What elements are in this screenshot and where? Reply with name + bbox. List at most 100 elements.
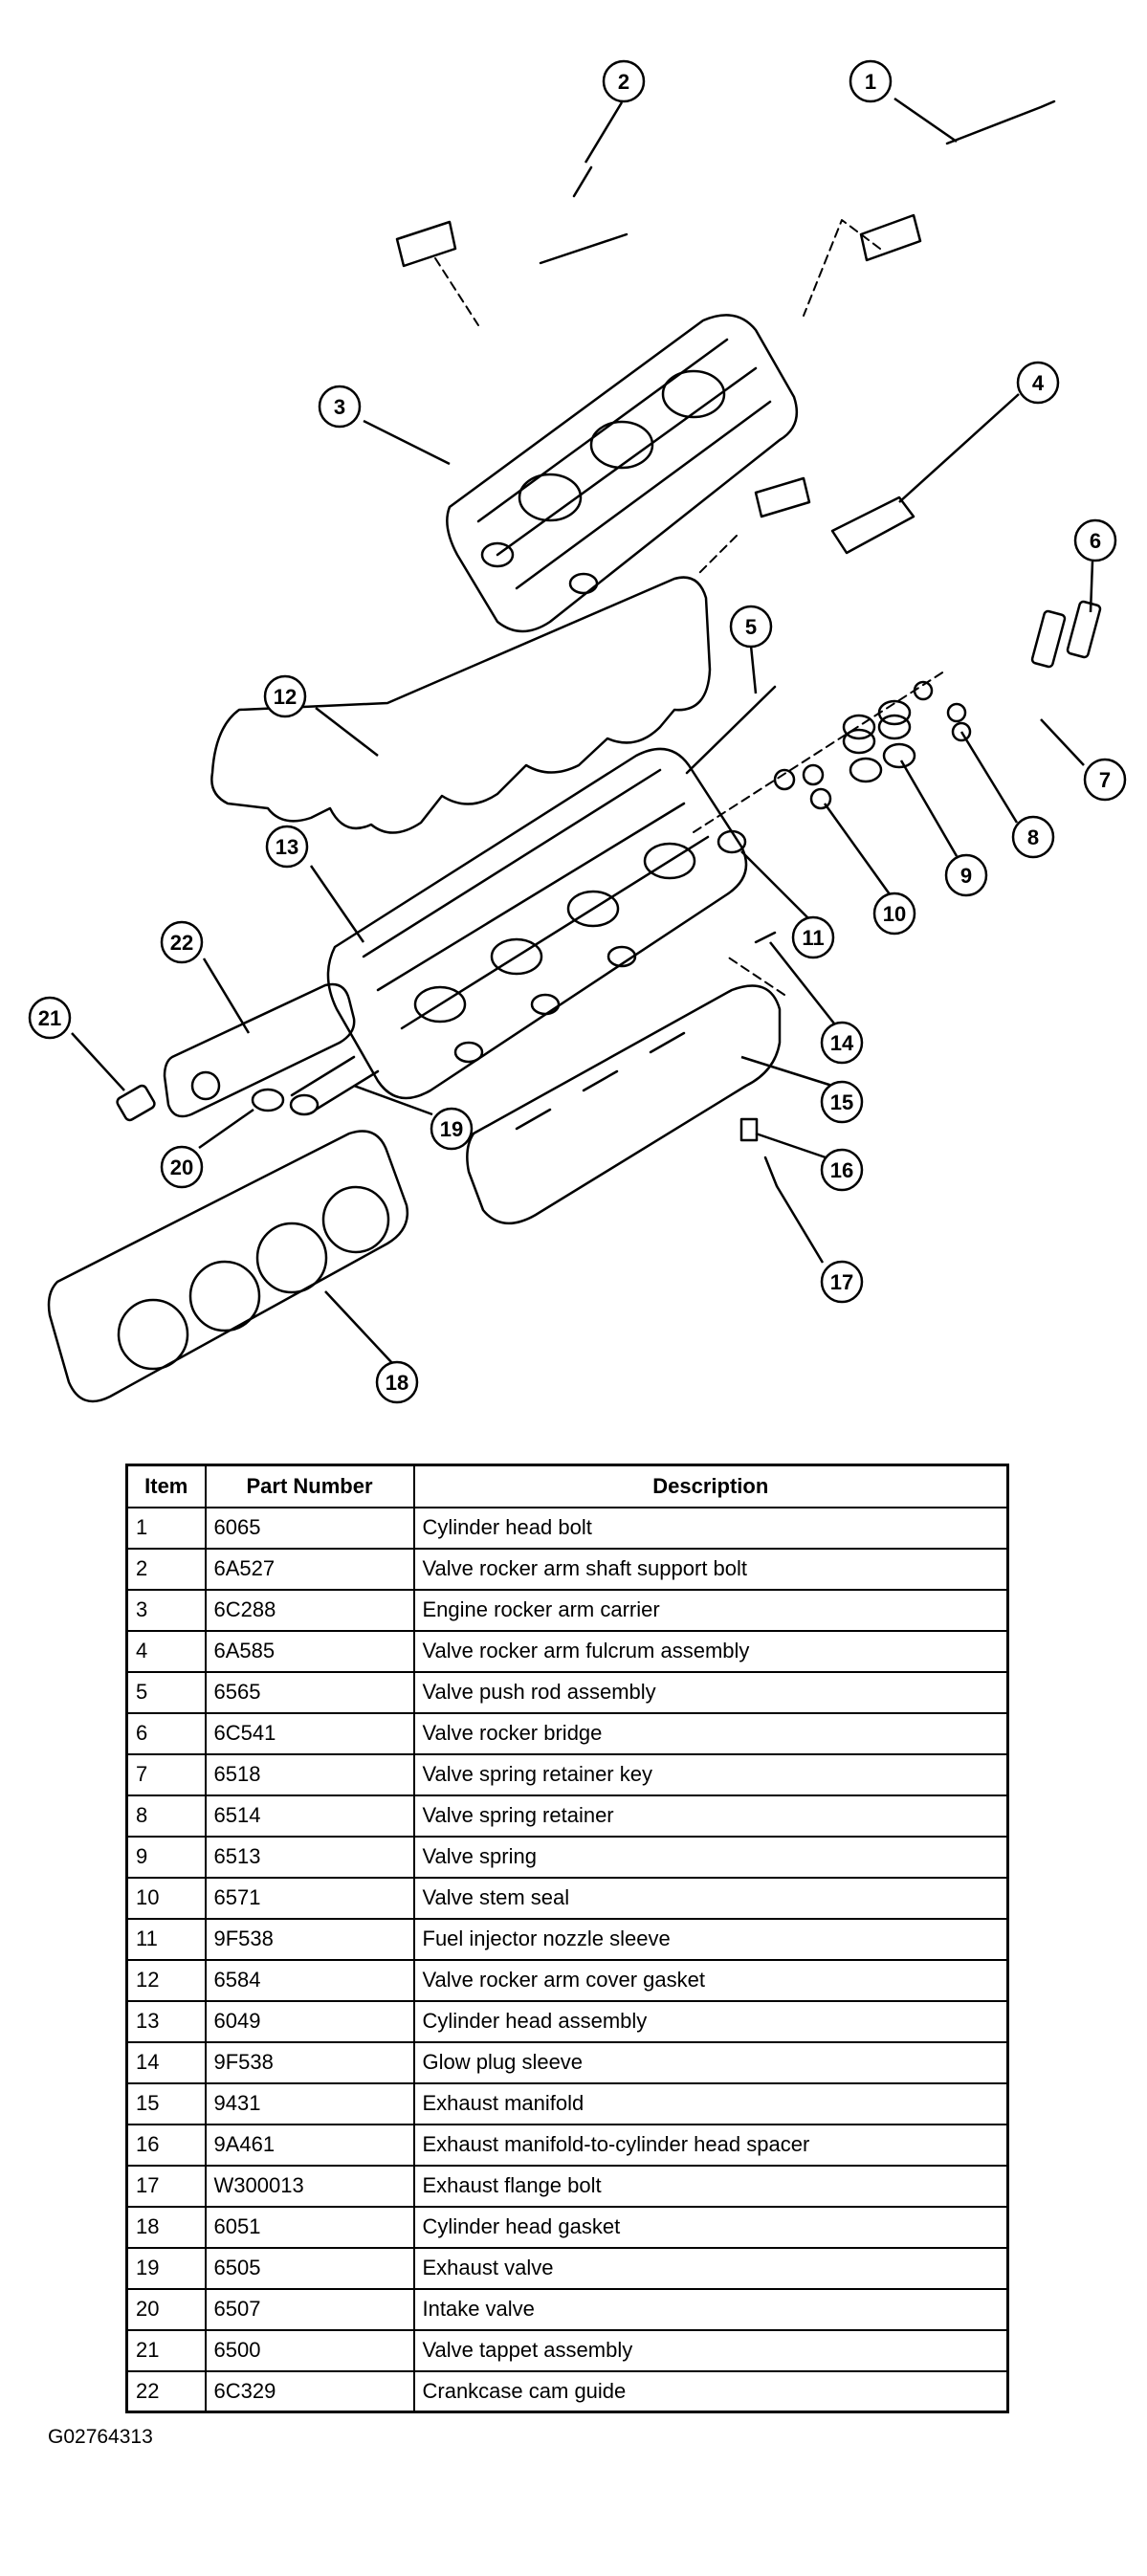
intake-valve-head-shape (251, 1088, 285, 1112)
callout-number: 2 (618, 70, 629, 94)
callout-circle (28, 996, 72, 1040)
cell-part-number: 9F538 (204, 2040, 415, 2084)
cell-part-number: 6507 (204, 2287, 415, 2331)
cell-description: Engine rocker arm carrier (412, 1588, 1009, 1632)
cell-item: 21 (125, 2328, 207, 2372)
callout-circle (1083, 758, 1127, 802)
callout-21: 21 (28, 996, 72, 1040)
cell-item: 17 (125, 2164, 207, 2208)
table-header-row: Item Part Number Description (125, 1464, 1009, 1508)
cell-description: Valve rocker arm fulcrum assembly (412, 1629, 1009, 1673)
cell-item: 13 (125, 1999, 207, 2043)
callout-circle (820, 1260, 864, 1304)
callout-number: 22 (170, 931, 193, 955)
cell-description: Valve spring retainer (412, 1794, 1009, 1838)
callout-circle (375, 1360, 419, 1404)
cell-item: 1 (125, 1506, 207, 1550)
callout-1: 1 (849, 59, 893, 103)
cell-item: 9 (125, 1835, 207, 1879)
callout-circle (729, 605, 773, 649)
fulcrum-shape (830, 495, 915, 555)
callout-20: 20 (160, 1145, 204, 1189)
callout-circle (265, 825, 309, 869)
callout-number: 4 (1032, 371, 1045, 395)
cell-item: 7 (125, 1752, 207, 1796)
cell-item: 16 (125, 2123, 207, 2167)
rocker-arm-lower-shape (754, 476, 811, 518)
cell-item: 19 (125, 2246, 207, 2290)
cell-description: Exhaust manifold-to-cylinder head spacer (412, 2123, 1009, 2167)
cell-part-number: 9431 (204, 2081, 415, 2125)
callout-circle (820, 1021, 864, 1065)
cell-description: Cylinder head assembly (412, 1999, 1009, 2043)
rocker-arm-carrier-shape (446, 314, 799, 633)
cell-part-number: 6518 (204, 1752, 415, 1796)
callout-number: 8 (1027, 826, 1039, 849)
callout-6: 6 (1073, 518, 1117, 562)
cell-part-number: 6049 (204, 1999, 415, 2043)
valve-stem-seal-shapes (773, 763, 832, 810)
callout-circle (160, 920, 204, 964)
callout-18: 18 (375, 1360, 419, 1404)
callout-circle (1011, 815, 1055, 859)
exhaust-manifold-shape (466, 984, 782, 1225)
callout-leaders (71, 97, 1094, 1364)
callout-circle (820, 1148, 864, 1192)
cell-item: 3 (125, 1588, 207, 1632)
cell-item: 2 (125, 1547, 207, 1591)
callout-number: 17 (830, 1270, 853, 1294)
callout-number: 16 (830, 1158, 853, 1182)
cell-part-number: 6584 (204, 1958, 415, 2002)
cell-part-number: 9F538 (204, 1917, 415, 1961)
cell-item: 18 (125, 2205, 207, 2249)
cell-description: Valve spring (412, 1835, 1009, 1879)
cell-description: Exhaust manifold (412, 2081, 1009, 2125)
callout-11: 11 (791, 915, 835, 959)
cell-part-number: 6505 (204, 2246, 415, 2290)
callout-circle (1073, 518, 1117, 562)
rocker-bridge-shape (1066, 600, 1102, 659)
cell-part-number: 6565 (204, 1670, 415, 1714)
callout-14: 14 (820, 1021, 864, 1065)
callout-16: 16 (820, 1148, 864, 1192)
callout-8: 8 (1011, 815, 1055, 859)
cell-item: 6 (125, 1711, 207, 1755)
callout-number: 3 (334, 395, 345, 419)
callout-number: 14 (830, 1031, 854, 1055)
callout-22: 22 (160, 920, 204, 964)
callout-number: 19 (440, 1117, 463, 1141)
rocker-bridge-shape (1030, 609, 1067, 669)
cell-description: Valve push rod assembly (412, 1670, 1009, 1714)
callout-10: 10 (872, 892, 916, 936)
callout-circle (602, 59, 646, 103)
cell-part-number: 6571 (204, 1876, 415, 1920)
cell-item: 22 (125, 2369, 207, 2413)
cell-item: 14 (125, 2040, 207, 2084)
cell-description: Fuel injector nozzle sleeve (412, 1917, 1009, 1961)
cell-description: Crankcase cam guide (412, 2369, 1009, 2413)
cell-description: Exhaust flange bolt (412, 2164, 1009, 2208)
cell-description: Cylinder head gasket (412, 2205, 1009, 2249)
header-item: Item (125, 1464, 207, 1508)
callout-4: 4 (1016, 361, 1060, 405)
callout-7: 7 (1083, 758, 1127, 802)
callout-number: 18 (386, 1371, 408, 1395)
exhaust-valve-head-shape (289, 1093, 320, 1116)
cam-guide-roller-shape (190, 1070, 221, 1101)
